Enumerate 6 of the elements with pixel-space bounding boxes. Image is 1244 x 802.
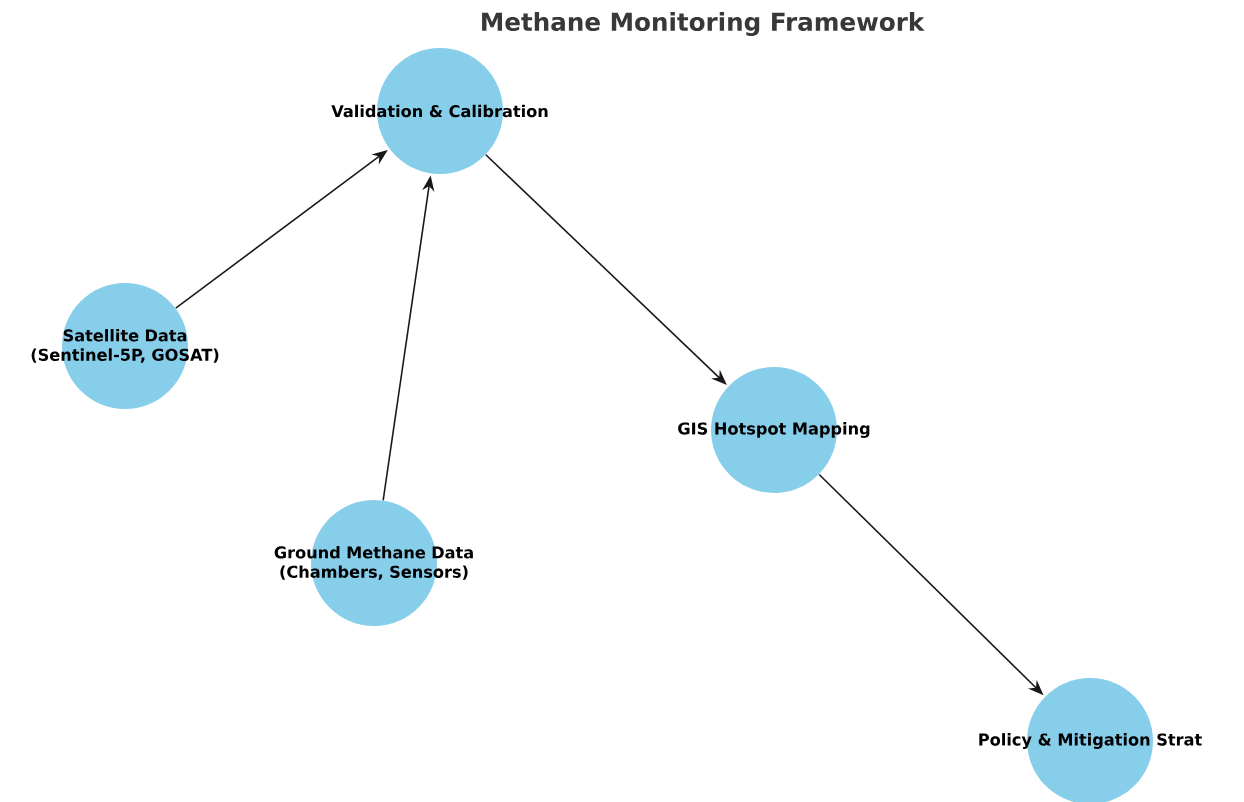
node-label: Policy & Mitigation Strat: [979, 733, 1202, 749]
node-label: GIS Hotspot Mapping: [678, 422, 870, 438]
node-label: Validation & Calibration: [331, 104, 548, 118]
title: Methane Monitoring Framework: [482, 12, 925, 36]
node-label: Ground Methane Data (Chambers, Sensors): [274, 546, 473, 580]
node-label: Satellite Data (Sentinel-5P, GOSAT): [31, 329, 219, 363]
